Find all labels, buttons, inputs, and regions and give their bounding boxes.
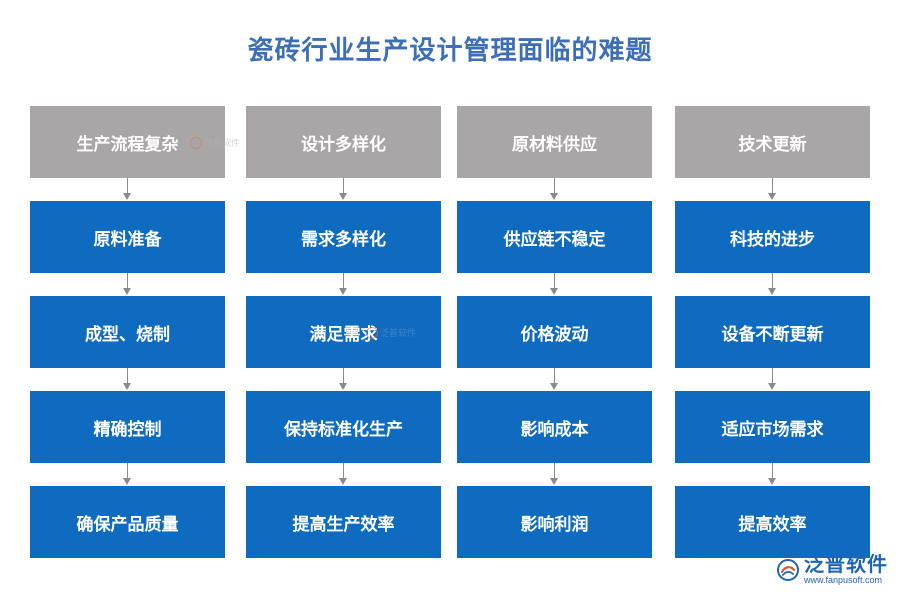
step-box: 精确控制 <box>30 391 225 463</box>
step-box: 设备不断更新 <box>675 296 870 368</box>
down-arrow-icon <box>246 178 441 201</box>
column-header: 技术更新 <box>675 106 870 178</box>
down-arrow-icon <box>246 463 441 486</box>
down-arrow-icon <box>30 273 225 296</box>
column-header: 设计多样化 <box>246 106 441 178</box>
watermark-text: 泛普软件 <box>204 139 241 149</box>
step-box: 影响成本 <box>457 391 652 463</box>
step-box: 满足需求 <box>246 296 441 368</box>
down-arrow-icon <box>457 463 652 486</box>
down-arrow-icon <box>457 178 652 201</box>
watermark: 泛普软件 <box>366 326 416 339</box>
down-arrow-icon <box>30 368 225 391</box>
column-production-flow: 生产流程复杂 原料准备 成型、烧制 精确控制 确保产品质量 <box>30 106 225 558</box>
column-tech-update: 技术更新 科技的进步 设备不断更新 适应市场需求 提高效率 <box>675 106 870 558</box>
down-arrow-icon <box>675 368 870 391</box>
step-box: 价格波动 <box>457 296 652 368</box>
down-arrow-icon <box>246 368 441 391</box>
down-arrow-icon <box>30 463 225 486</box>
down-arrow-icon <box>30 178 225 201</box>
column-raw-material-supply: 原材料供应 供应链不稳定 价格波动 影响成本 影响利润 <box>457 106 652 558</box>
brand-logo: 泛普软件 www.fanpusoft.com <box>776 553 888 586</box>
watermark-logo-icon <box>190 136 202 149</box>
step-box: 影响利润 <box>457 486 652 558</box>
step-box: 保持标准化生产 <box>246 391 441 463</box>
fanpu-logo-icon <box>777 558 799 581</box>
step-box: 科技的进步 <box>675 201 870 273</box>
down-arrow-icon <box>675 463 870 486</box>
step-box: 提高生产效率 <box>246 486 441 558</box>
watermark-text: 泛普软件 <box>380 329 417 339</box>
step-box: 供应链不稳定 <box>457 201 652 273</box>
step-box: 原料准备 <box>30 201 225 273</box>
step-box: 需求多样化 <box>246 201 441 273</box>
step-box: 提高效率 <box>675 486 870 558</box>
down-arrow-icon <box>457 368 652 391</box>
watermark: 泛普软件 <box>190 136 240 149</box>
page-title: 瓷砖行业生产设计管理面临的难题 <box>247 36 653 66</box>
step-box: 成型、烧制 <box>30 296 225 368</box>
column-design-diversity: 设计多样化 需求多样化 满足需求 保持标准化生产 提高生产效率 <box>246 106 441 558</box>
logo-url: www.fanpusoft.com <box>804 575 883 585</box>
down-arrow-icon <box>246 273 441 296</box>
step-box: 适应市场需求 <box>675 391 870 463</box>
problem-columns: 生产流程复杂 原料准备 成型、烧制 精确控制 确保产品质量 设计多样化 需求多样… <box>0 106 900 566</box>
down-arrow-icon <box>457 273 652 296</box>
column-header: 原材料供应 <box>457 106 652 178</box>
step-box: 确保产品质量 <box>30 486 225 558</box>
down-arrow-icon <box>675 178 870 201</box>
logo-name: 泛普软件 <box>804 552 888 576</box>
watermark-logo-icon <box>366 326 378 339</box>
logo-text: 泛普软件 www.fanpusoft.com <box>804 553 888 586</box>
down-arrow-icon <box>675 273 870 296</box>
